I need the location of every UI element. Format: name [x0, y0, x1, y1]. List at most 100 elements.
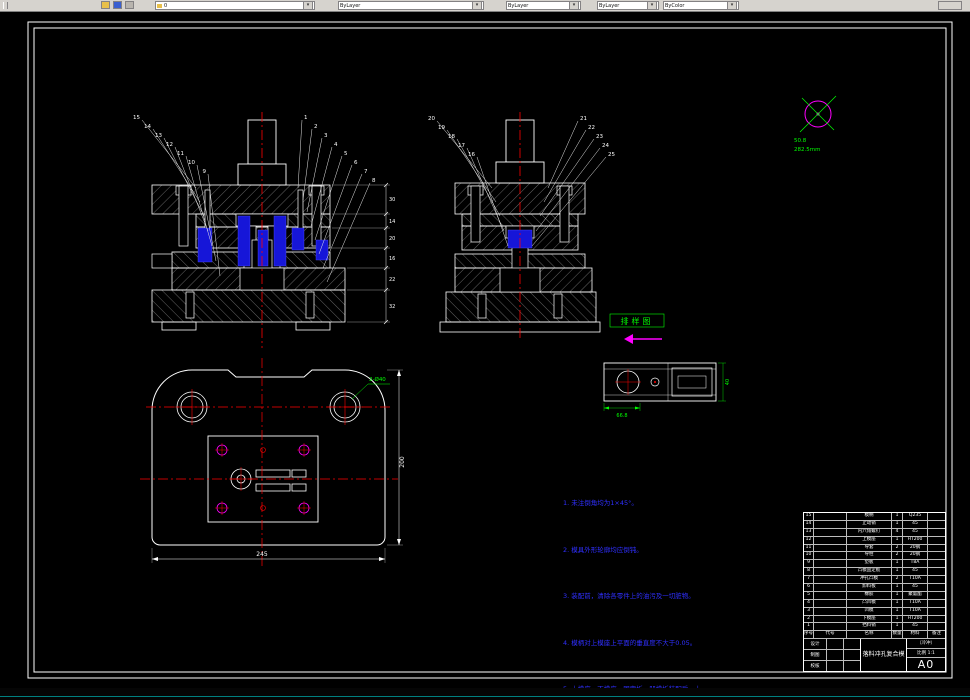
svg-text:32: 32 [389, 304, 395, 310]
svg-text:18: 18 [448, 134, 455, 140]
part-seq: 12 [804, 536, 814, 544]
svg-text:20: 20 [389, 236, 395, 242]
part-seq: 3 [804, 607, 814, 615]
parts-list-row: 2 下模座 1 HT200 [804, 615, 945, 624]
part-seq: 6 [804, 584, 814, 591]
svg-text:16: 16 [389, 256, 395, 262]
svg-text:23: 23 [596, 134, 603, 140]
part-qty: 2 [892, 544, 903, 552]
chevron-down-icon[interactable]: ▾ [647, 2, 657, 9]
part-material: T8A [903, 560, 928, 568]
part-qty: 1 [892, 623, 903, 631]
parts-list-row: 10 导柱 2 20钢 [804, 552, 945, 561]
part-note [928, 600, 945, 607]
note-line: 1. 未注倒角均为1×45°。 [563, 499, 638, 508]
part-code [814, 560, 847, 568]
part-note [928, 576, 945, 583]
svg-text:6: 6 [354, 160, 358, 166]
part-seq: 14 [804, 520, 814, 528]
part-seq: 4 [804, 599, 814, 607]
svg-text:9: 9 [203, 169, 207, 175]
part-code [814, 576, 847, 584]
plan-view [140, 358, 398, 568]
part-qty: 1 [892, 607, 903, 615]
chevron-down-icon[interactable]: ▾ [303, 2, 313, 9]
strip-layout-label: 排样图 [621, 316, 654, 326]
command-line-divider [0, 696, 970, 697]
toolbar-button[interactable] [938, 1, 962, 10]
callouts-view-b: 20 19 18 17 16 21 22 23 24 25 [428, 116, 615, 247]
part-qty: 1 [892, 584, 903, 591]
svg-text:22: 22 [389, 277, 395, 283]
svg-text:2-Ø40: 2-Ø40 [369, 376, 386, 383]
part-name: 卸料板 [847, 584, 892, 591]
svg-text:14: 14 [144, 124, 151, 130]
part-material: T10A [903, 607, 928, 615]
part-qty: 1 [892, 599, 903, 607]
toolbar: 0 ▾ ByLayer ▾ ByLayer ▾ ByLayer ▾ ByColo… [0, 0, 970, 12]
lineweight-combo[interactable]: ByLayer ▾ [597, 1, 659, 10]
linetype-combo[interactable]: ByLayer ▾ [506, 1, 581, 10]
sheet-frame [27, 21, 953, 679]
part-name: 凹模 [847, 607, 892, 615]
part-material: 聚氨酯 [903, 591, 928, 599]
parts-list-row: 4 凸凹模 1 T10A [804, 599, 945, 608]
parts-list-row: 3 凹模 1 T10A [804, 607, 945, 616]
part-note [928, 560, 945, 567]
part-material: 45 [903, 568, 928, 576]
part-name: 冲孔凸模 [847, 576, 892, 584]
drawing-title: 落料冲孔复合模 [861, 639, 907, 671]
parts-list-row: 12 上模座 1 HT200 [804, 536, 945, 545]
dimensions-plan: 245 200 2-Ø40 [151, 369, 406, 563]
layer-combo[interactable]: 0 ▾ [155, 1, 315, 10]
layer-color-chip [157, 3, 162, 8]
svg-text:11: 11 [177, 151, 184, 157]
part-qty: 1 [892, 520, 903, 528]
part-seq: 9 [804, 560, 814, 568]
parts-list: 15 模柄 1 Q235 14 止动销 1 45 1 [804, 513, 945, 632]
plotstyle-combo-value: ByColor [665, 2, 685, 9]
part-qty: 1 [892, 513, 903, 520]
part-material: T10A [903, 599, 928, 607]
chevron-down-icon[interactable]: ▾ [569, 2, 579, 9]
layer-combo-value: 0 [164, 2, 168, 9]
selected-punch-parts[interactable] [197, 215, 329, 267]
chevron-down-icon[interactable]: ▾ [727, 2, 737, 9]
drawing-subtitle: （冷冲） [907, 639, 945, 649]
svg-text:16: 16 [468, 152, 475, 158]
part-note [928, 608, 945, 615]
part-note [928, 592, 945, 599]
part-qty: 2 [892, 576, 903, 584]
open-icon[interactable] [101, 1, 110, 9]
parts-list-header: 序号 代号 名称 数量 材料 备注 [804, 631, 945, 640]
chevron-down-icon[interactable]: ▾ [472, 2, 482, 9]
svg-text:8: 8 [372, 178, 376, 184]
section-view-left [151, 112, 346, 348]
parts-list-row: 8 凸模固定板 1 45 [804, 568, 945, 577]
svg-text:20: 20 [428, 116, 435, 122]
part-code [814, 584, 847, 591]
svg-text:22: 22 [588, 125, 595, 131]
part-code [814, 568, 847, 576]
print-icon[interactable] [125, 1, 134, 9]
save-icon[interactable] [113, 1, 122, 9]
toolbar-grip[interactable] [3, 2, 8, 9]
svg-text:66.8: 66.8 [616, 413, 627, 419]
part-material: 20钢 [903, 544, 928, 552]
part-material: Q235 [903, 513, 928, 520]
svg-text:40: 40 [725, 379, 731, 385]
part-note [928, 521, 945, 528]
parts-list-row: 15 模柄 1 Q235 [804, 513, 945, 521]
color-combo[interactable]: ByLayer ▾ [338, 1, 484, 10]
note-line: 4. 模柄对上模座上平面的垂直度不大于0.05。 [563, 638, 697, 647]
note-line: 3. 装配前，清除各零件上的油污及一切脏物。 [563, 592, 695, 601]
part-material: 45 [903, 520, 928, 528]
part-code [814, 544, 847, 552]
part-code [814, 607, 847, 615]
svg-text:4: 4 [334, 142, 338, 148]
plotstyle-combo[interactable]: ByColor ▾ [663, 1, 739, 10]
svg-text:5: 5 [344, 151, 348, 157]
part-material: 45 [903, 528, 928, 536]
